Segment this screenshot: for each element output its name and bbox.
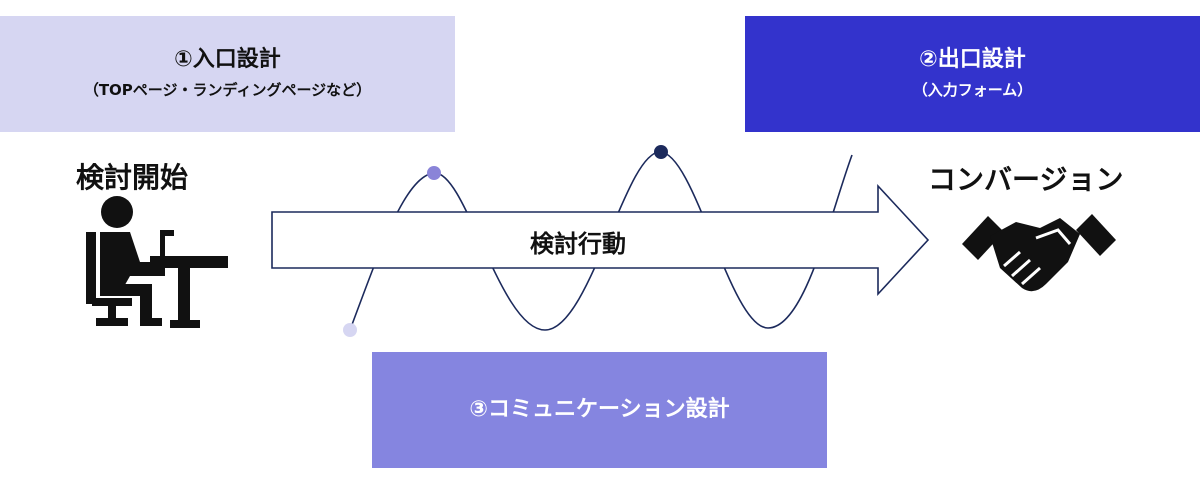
wave-dot-peak-2 bbox=[654, 145, 668, 159]
wave-dot-start bbox=[343, 323, 357, 337]
flow-arrow-label: 検討行動 bbox=[530, 230, 626, 258]
conversion-label: コンバージョン bbox=[928, 163, 1124, 196]
exit-design-title: ②出口設計 bbox=[919, 47, 1026, 73]
communication-design-box: ③コミュニケーション設計 bbox=[372, 352, 827, 468]
exit-design-subtitle: （入力フォーム） bbox=[912, 81, 1033, 100]
communication-design-title: ③コミュニケーション設計 bbox=[469, 396, 730, 422]
flow-arrow bbox=[271, 183, 930, 297]
entry-design-box: ①入口設計 （TOPページ・ランディングページなど） bbox=[0, 16, 455, 132]
handshake-icon bbox=[962, 214, 1116, 292]
entry-design-subtitle: （TOPページ・ランディングページなど） bbox=[83, 81, 372, 100]
wave-dot-peak-1 bbox=[427, 166, 441, 180]
entry-design-title: ①入口設計 bbox=[174, 47, 281, 73]
person-at-desk-icon bbox=[86, 196, 228, 328]
exit-design-box: ②出口設計 （入力フォーム） bbox=[745, 16, 1200, 132]
start-label: 検討開始 bbox=[76, 161, 189, 194]
